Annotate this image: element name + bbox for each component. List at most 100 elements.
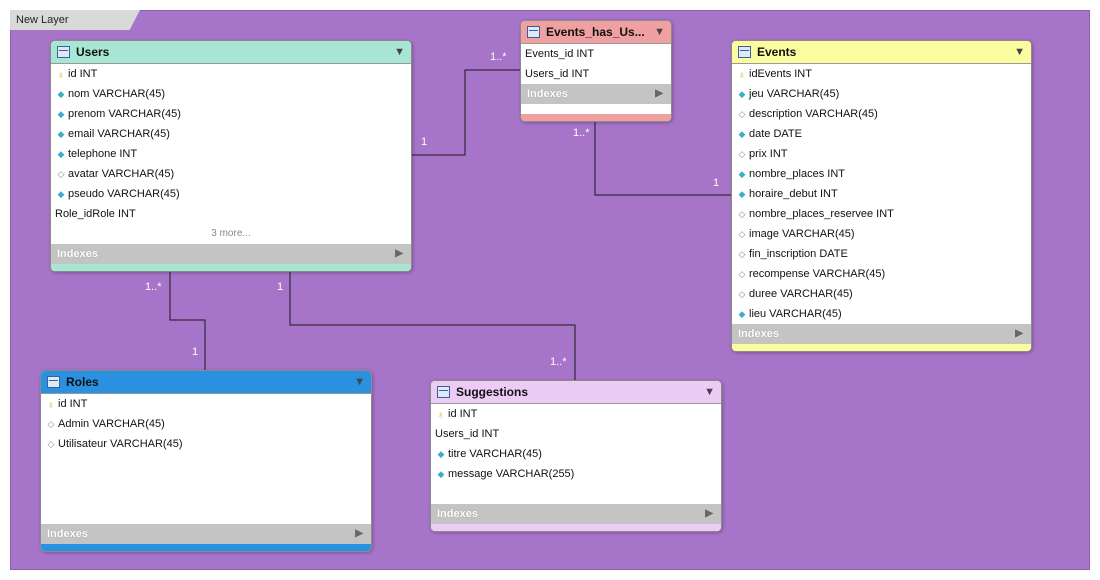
column-row[interactable]: ◆telephone INT xyxy=(51,144,411,164)
indexes-section[interactable]: Indexes ▶ xyxy=(41,524,371,544)
expand-arrow-icon[interactable]: ▶ xyxy=(705,508,713,519)
expand-arrow-icon[interactable]: ▶ xyxy=(1015,328,1023,339)
indexes-label: Indexes xyxy=(47,528,88,540)
column-label: Role_idRole INT xyxy=(55,208,136,220)
indexes-section[interactable]: Indexes▶ xyxy=(732,324,1031,344)
cardinality-label: 1..* xyxy=(145,281,162,293)
column-label: recompense VARCHAR(45) xyxy=(749,268,886,280)
column-row[interactable]: ◇Admin VARCHAR(45) xyxy=(41,414,371,434)
column-label: nombre_places INT xyxy=(749,168,845,180)
diamond-filled-icon: ◆ xyxy=(738,189,746,199)
column-row[interactable]: ◆lieu VARCHAR(45) xyxy=(732,304,1031,324)
column-row[interactable]: Events_id INT xyxy=(521,44,671,64)
indexes-section[interactable]: Indexes▶ xyxy=(431,504,721,524)
indexes-label: Indexes xyxy=(527,88,568,100)
column-label: Users_id INT xyxy=(435,428,500,440)
column-row[interactable]: ◆nombre_places INT xyxy=(732,164,1031,184)
cardinality-label: 1..* xyxy=(550,356,567,368)
column-row[interactable]: ◇recompense VARCHAR(45) xyxy=(732,264,1031,284)
column-row[interactable]: ◆email VARCHAR(45) xyxy=(51,124,411,144)
diamond-outline-icon: ◇ xyxy=(738,269,746,279)
column-row[interactable]: ◇image VARCHAR(45) xyxy=(732,224,1031,244)
column-row[interactable]: ♀id INT xyxy=(51,64,411,84)
table-title: Events_has_Us... xyxy=(546,25,645,39)
column-label: date DATE xyxy=(749,128,802,140)
table-title: Roles xyxy=(66,375,99,389)
table-roles[interactable]: Roles ▼ ♀id INT◇Admin VARCHAR(45)◇Utilis… xyxy=(40,370,372,552)
column-list: ♀id INT◆nom VARCHAR(45)◆prenom VARCHAR(4… xyxy=(51,64,411,224)
column-row[interactable]: Users_id INT xyxy=(521,64,671,84)
table-title: Users xyxy=(76,45,110,59)
column-row[interactable]: ◆horaire_debut INT xyxy=(732,184,1031,204)
cardinality-label: 1 xyxy=(421,136,428,148)
column-label: prix INT xyxy=(749,148,788,160)
column-label: jeu VARCHAR(45) xyxy=(749,88,840,100)
column-row[interactable]: ◇nombre_places_reservee INT xyxy=(732,204,1031,224)
column-label: idEvents INT xyxy=(749,68,812,80)
column-row[interactable]: ♀id INT xyxy=(431,404,721,424)
diamond-outline-icon: ◇ xyxy=(738,109,746,119)
collapse-arrow-icon[interactable]: ▼ xyxy=(1014,46,1025,58)
table-header[interactable]: Users ▼ xyxy=(51,41,411,64)
column-label: id INT xyxy=(68,68,98,80)
column-row[interactable]: Role_idRole INT xyxy=(51,204,411,224)
indexes-label: Indexes xyxy=(57,248,98,260)
column-row[interactable]: ◆date DATE xyxy=(732,124,1031,144)
column-row[interactable]: ◆nom VARCHAR(45) xyxy=(51,84,411,104)
column-row[interactable]: ◇Utilisateur VARCHAR(45) xyxy=(41,434,371,454)
diamond-outline-icon: ◇ xyxy=(47,439,55,449)
column-label: prenom VARCHAR(45) xyxy=(68,108,181,120)
table-suggestions[interactable]: Suggestions ▼ ♀id INT Users_id INT ◆titre … xyxy=(430,380,722,532)
diamond-filled-icon: ◆ xyxy=(57,109,65,119)
expand-arrow-icon[interactable]: ▶ xyxy=(395,248,403,259)
collapse-arrow-icon[interactable]: ▼ xyxy=(354,376,365,388)
expand-arrow-icon[interactable]: ▶ xyxy=(655,88,663,99)
diamond-outline-icon: ◇ xyxy=(47,419,55,429)
collapse-arrow-icon[interactable]: ▼ xyxy=(704,386,715,398)
column-row[interactable]: ◆titre VARCHAR(45) xyxy=(431,444,721,464)
table-events[interactable]: Events ▼ ♀idEvents INT◆jeu VARCHAR(45)◇d… xyxy=(731,40,1032,352)
column-row[interactable]: ◇fin_inscription DATE xyxy=(732,244,1031,264)
column-row[interactable]: ◇prix INT xyxy=(732,144,1031,164)
indexes-section[interactable]: Indexes ▶ xyxy=(521,84,671,104)
column-row[interactable]: ◆pseudo VARCHAR(45) xyxy=(51,184,411,204)
table-icon xyxy=(738,46,751,58)
expand-arrow-icon[interactable]: ▶ xyxy=(355,528,363,539)
column-row[interactable]: ◆prenom VARCHAR(45) xyxy=(51,104,411,124)
key-icon: ♀ xyxy=(57,69,65,80)
collapse-arrow-icon[interactable]: ▼ xyxy=(654,26,665,38)
column-label: nombre_places_reservee INT xyxy=(749,208,894,220)
table-events-has-users[interactable]: Events_has_Us... ▼ Events_id INT Users_id… xyxy=(520,20,672,122)
cardinality-label: 1 xyxy=(713,177,720,189)
more-columns[interactable]: 3 more... xyxy=(211,228,251,239)
indexes-section[interactable]: Indexes ▶ xyxy=(51,244,411,264)
table-header[interactable]: Suggestions ▼ xyxy=(431,381,721,404)
column-row[interactable]: ◇description VARCHAR(45) xyxy=(732,104,1031,124)
diamond-outline-icon: ◇ xyxy=(57,169,65,179)
table-icon xyxy=(57,46,70,58)
column-row[interactable]: ♀id INT xyxy=(41,394,371,414)
table-header[interactable]: Roles ▼ xyxy=(41,371,371,394)
column-label: id INT xyxy=(58,398,88,410)
collapse-arrow-icon[interactable]: ▼ xyxy=(394,46,405,58)
column-row[interactable]: ◆jeu VARCHAR(45) xyxy=(732,84,1031,104)
column-label: pseudo VARCHAR(45) xyxy=(68,188,180,200)
column-row[interactable]: ◇duree VARCHAR(45) xyxy=(732,284,1031,304)
cardinality-label: 1 xyxy=(192,346,199,358)
column-label: message VARCHAR(255) xyxy=(448,468,575,480)
cardinality-label: 1..* xyxy=(573,127,590,139)
table-title: Suggestions xyxy=(456,385,529,399)
column-row[interactable]: Users_id INT xyxy=(431,424,721,444)
table-footer xyxy=(41,544,371,551)
table-footer xyxy=(51,264,411,271)
table-header[interactable]: Events_has_Us... ▼ xyxy=(521,21,671,44)
diamond-filled-icon: ◆ xyxy=(57,189,65,199)
column-row[interactable]: ◆message VARCHAR(255) xyxy=(431,464,721,484)
column-label: Events_id INT xyxy=(525,48,595,60)
column-label: horaire_debut INT xyxy=(749,188,838,200)
column-row[interactable]: ♀idEvents INT xyxy=(732,64,1031,84)
table-users[interactable]: Users ▼ ♀id INT◆nom VARCHAR(45)◆prenom V… xyxy=(50,40,412,272)
column-row[interactable]: ◇avatar VARCHAR(45) xyxy=(51,164,411,184)
layer-name-tab[interactable]: New Layer xyxy=(10,10,140,30)
table-header[interactable]: Events ▼ xyxy=(732,41,1031,64)
